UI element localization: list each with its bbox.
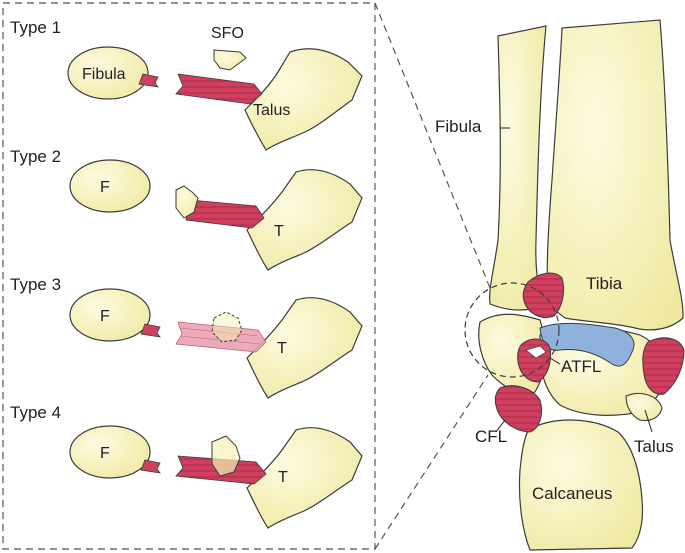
- ankle-anatomy: Fibula Tibia ATFL CFL Talus Calcaneus: [435, 19, 685, 551]
- fibula-label: Fibula: [435, 117, 482, 136]
- type-1-fibula: [67, 46, 149, 100]
- type-1-sfo-fragment: [213, 49, 247, 71]
- type-1-panel: Type 1 Fibula SFO Talus: [10, 18, 363, 151]
- type-4-panel: Type 4 F T: [10, 403, 363, 529]
- calcaneus-label: Calcaneus: [532, 484, 612, 503]
- type-1-talus-label: Talus: [253, 102, 290, 119]
- type-2-fragment: [175, 185, 199, 219]
- medial-ligament: [642, 337, 685, 395]
- type-4-fibula: [69, 425, 151, 479]
- fibula-bone: [489, 25, 547, 311]
- type-2-atfl: [185, 199, 265, 229]
- type-4-fibula-label: F: [100, 445, 110, 462]
- type-2-fibula-label: F: [100, 179, 110, 196]
- type-4-fragment: [211, 435, 241, 477]
- type-3-fragment: [211, 311, 243, 343]
- type-4-talus-label: T: [278, 469, 288, 486]
- cfl-label: CFL: [475, 427, 507, 446]
- talus-label: Talus: [634, 437, 674, 456]
- tibia-bone: [546, 19, 684, 331]
- type-3-panel: Type 3 F T: [10, 275, 363, 399]
- atfl-label: ATFL: [561, 357, 601, 376]
- atfl-fragment: [525, 345, 547, 359]
- type-4-ligament-stub: [140, 459, 161, 474]
- type-3-fibula-label: F: [100, 308, 110, 325]
- talar-cartilage: [539, 322, 635, 367]
- type-1-atfl: [175, 73, 263, 105]
- type-1-talus: [244, 48, 363, 151]
- type-2-talus: [246, 169, 363, 271]
- type-3-label: Type 3: [10, 275, 61, 294]
- type-3-atfl-intrasubstance: [175, 321, 267, 353]
- type-2-panel: Type 2 F T: [10, 147, 363, 271]
- zoom-circle: [464, 282, 560, 378]
- type-1-ligament-stub: [138, 73, 159, 88]
- type-3-fibula: [69, 288, 151, 342]
- type-3-talus-label: T: [277, 340, 287, 357]
- tibia-label: Tibia: [586, 274, 623, 293]
- cfl-ligament: [494, 385, 543, 433]
- type-2-fibula: [69, 159, 151, 213]
- type-2-talus-label: T: [274, 223, 284, 240]
- classification-frame: [2, 2, 493, 550]
- type-1-sfo-label: SFO: [211, 25, 244, 42]
- type-3-ligament-stub: [140, 323, 161, 338]
- talus-medial: [625, 392, 663, 422]
- calcaneus-bone: [518, 419, 644, 551]
- type-3-talus: [246, 297, 363, 399]
- type-4-talus: [246, 427, 363, 529]
- type-4-label: Type 4: [10, 403, 61, 422]
- type-2-label: Type 2: [10, 147, 61, 166]
- type-1-fibula-label: Fibula: [82, 66, 126, 83]
- type-1-label: Type 1: [10, 18, 61, 37]
